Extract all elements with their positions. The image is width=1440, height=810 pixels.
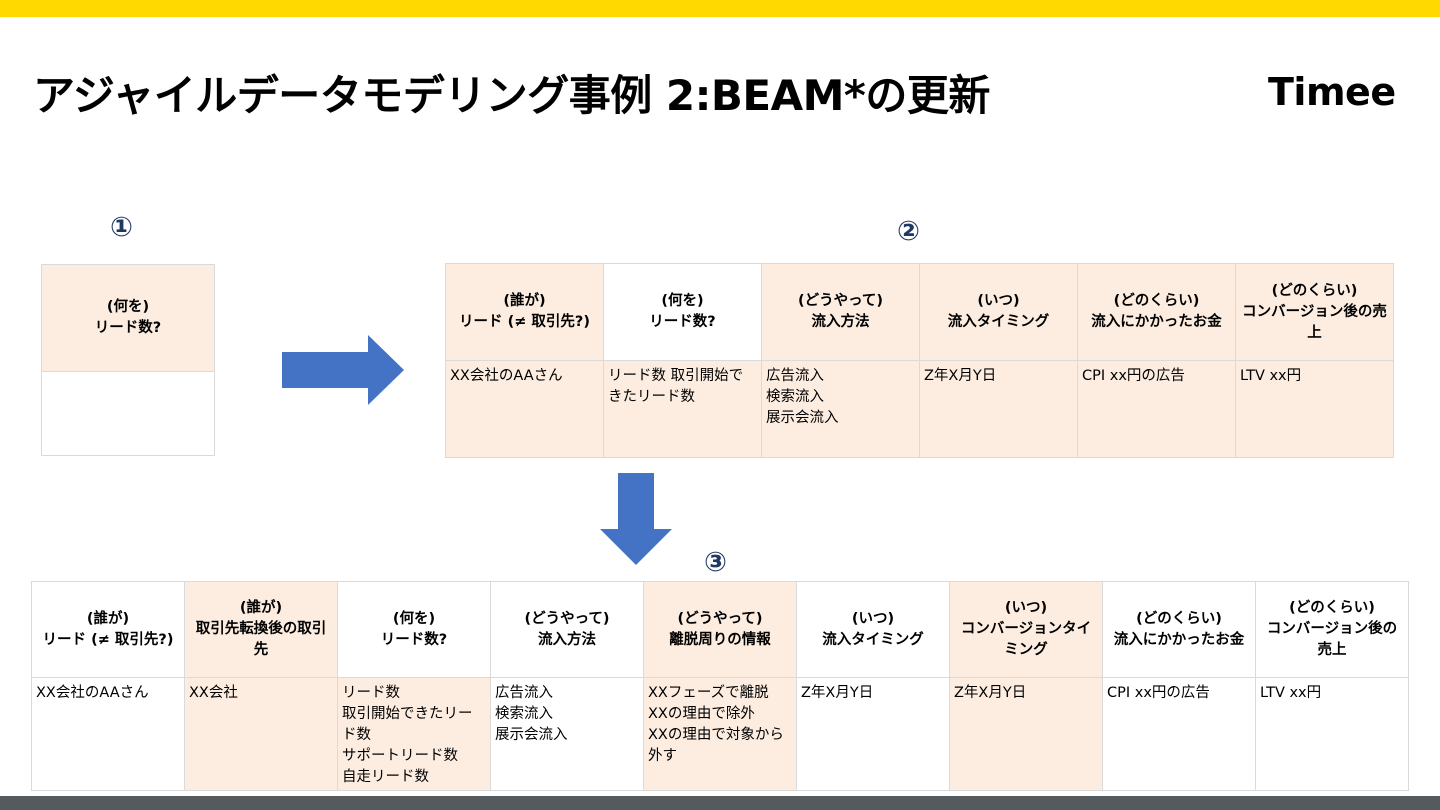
- table3-value-who-account: XX会社: [185, 678, 338, 791]
- table2-value-when-inflow: Z年X月Y日: [920, 361, 1078, 458]
- table2-header-what: (何を) リード数?: [604, 264, 762, 361]
- arrow-down-icon: [600, 473, 672, 565]
- top-accent-bar: [0, 0, 1440, 17]
- table2-value-what: リード数 取引開始できたリード数: [604, 361, 762, 458]
- arrow-right-icon: [282, 335, 404, 405]
- table-step-3: (誰が) リード (≠ 取引先?) (誰が) 取引先転換後の取引先 (何を) リ…: [31, 581, 1409, 791]
- table-step-2: (誰が) リード (≠ 取引先?) (何を) リード数? (どうやって) 流入方…: [445, 263, 1394, 458]
- slide-title: アジャイルデータモデリング事例 2:BEAM*の更新: [33, 71, 990, 120]
- table2-header-when-inflow: (いつ) 流入タイミング: [920, 264, 1078, 361]
- table3-header-howmuch-revenue: (どのくらい) コンバージョン後の売上: [1256, 582, 1409, 678]
- table3-header-how-inflow: (どうやって) 流入方法: [491, 582, 644, 678]
- table2-value-howmuch-cost: CPI xx円の広告: [1078, 361, 1236, 458]
- table3-value-who-lead: XX会社のAAさん: [32, 678, 185, 791]
- table2-value-howmuch-revenue: LTV xx円: [1236, 361, 1394, 458]
- marker-1: ①: [110, 212, 133, 243]
- table3-value-how-inflow: 広告流入 検索流入 展示会流入: [491, 678, 644, 791]
- marker-3: ③: [704, 547, 727, 578]
- marker-2: ②: [897, 216, 920, 247]
- timee-logo: Timee: [1268, 70, 1396, 114]
- table2-value-who-lead: XX会社のAAさん: [446, 361, 604, 458]
- table2-value-how-inflow: 広告流入 検索流入 展示会流入: [762, 361, 920, 458]
- table2-header-how-inflow: (どうやって) 流入方法: [762, 264, 920, 361]
- table3-value-when-conversion: Z年X月Y日: [950, 678, 1103, 791]
- table3-header-howmuch-cost: (どのくらい) 流入にかかったお金: [1103, 582, 1256, 678]
- table3-value-when-inflow: Z年X月Y日: [797, 678, 950, 791]
- table3-header-who-lead: (誰が) リード (≠ 取引先?): [32, 582, 185, 678]
- table1-value-what: [42, 372, 215, 456]
- table3-header-who-account: (誰が) 取引先転換後の取引先: [185, 582, 338, 678]
- table2-header-howmuch-cost: (どのくらい) 流入にかかったお金: [1078, 264, 1236, 361]
- table3-value-howmuch-revenue: LTV xx円: [1256, 678, 1409, 791]
- table3-header-what: (何を) リード数?: [338, 582, 491, 678]
- table1-header-what: (何を) リード数?: [42, 265, 215, 372]
- table3-header-how-churn: (どうやって) 離脱周りの情報: [644, 582, 797, 678]
- table3-value-what: リード数 取引開始できたリード数 サポートリード数 自走リード数: [338, 678, 491, 791]
- table3-value-howmuch-cost: CPI xx円の広告: [1103, 678, 1256, 791]
- table2-header-howmuch-revenue: (どのくらい) コンバージョン後の売上: [1236, 264, 1394, 361]
- table3-header-when-conversion: (いつ) コンバージョンタイミング: [950, 582, 1103, 678]
- table3-value-how-churn: XXフェーズで離脱 XXの理由で除外 XXの理由で対象から外す: [644, 678, 797, 791]
- bottom-bar: [0, 796, 1440, 810]
- table3-header-when-inflow: (いつ) 流入タイミング: [797, 582, 950, 678]
- table-step-1: (何を) リード数?: [41, 264, 215, 456]
- table2-header-who-lead: (誰が) リード (≠ 取引先?): [446, 264, 604, 361]
